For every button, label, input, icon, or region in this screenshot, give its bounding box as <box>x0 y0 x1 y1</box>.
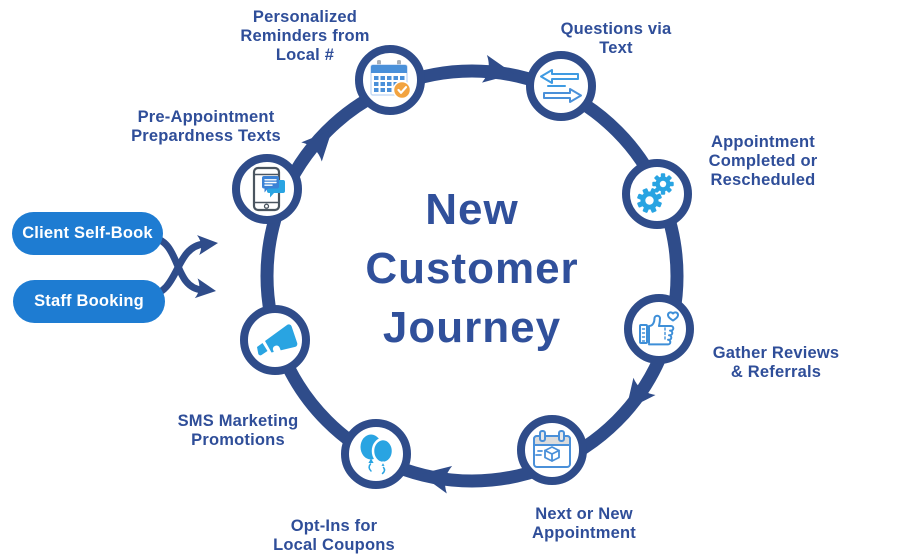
title-line: New <box>425 185 519 234</box>
client-booking-arrowhead <box>194 278 216 299</box>
flow-arrowhead-right-bottom <box>626 377 656 410</box>
node-gather-reviews <box>624 294 694 364</box>
diagram-title: New Customer Journey <box>365 180 578 357</box>
node-opt-ins-coupons <box>341 419 411 489</box>
label-appointment-completed: Appointment Completed or Rescheduled <box>708 133 818 189</box>
calendar-cube-icon <box>533 430 571 468</box>
client-self-book-button[interactable]: Client Self-Book <box>12 212 163 255</box>
flow-arrowhead-top <box>482 55 514 83</box>
gears-icon <box>637 173 674 213</box>
label-questions-via-text: Questions via Text <box>560 20 672 57</box>
node-appointment-completed <box>622 159 692 229</box>
label-gather-reviews: Gather Reviews & Referrals <box>712 344 840 381</box>
balloons-icon <box>360 434 395 475</box>
calendar-check-icon <box>370 60 412 100</box>
node-questions-via-text <box>526 51 596 121</box>
staff-booking-button[interactable]: Staff Booking <box>13 280 165 323</box>
client-self-book-label: Client Self-Book <box>22 224 153 242</box>
label-personalized-reminders: Personalized Reminders from Local # <box>240 8 370 64</box>
thumbs-up-heart-icon <box>639 311 679 346</box>
label-next-appointment: Next or New Appointment <box>532 505 636 542</box>
node-sms-marketing <box>240 305 310 375</box>
flow-arrowhead-left-top <box>301 130 332 162</box>
megaphone-icon <box>257 324 298 356</box>
label-opt-ins-coupons: Opt-Ins for Local Coupons <box>273 517 395 554</box>
title-line: Customer <box>365 244 579 293</box>
label-sms-marketing: SMS Marketing Promotions <box>177 412 299 449</box>
label-pre-appointment-texts: Pre-Appointment Prepardness Texts <box>131 108 281 145</box>
text-arrows-icon <box>540 69 582 103</box>
title-line: Journey <box>382 303 562 352</box>
staff-booking-arrowhead <box>197 235 218 256</box>
node-next-appointment <box>517 415 587 485</box>
node-pre-appointment-texts <box>232 154 302 224</box>
staff-booking-label: Staff Booking <box>34 292 144 310</box>
flow-arrowhead-bottom <box>420 465 453 494</box>
phone-chat-icon <box>252 166 285 212</box>
